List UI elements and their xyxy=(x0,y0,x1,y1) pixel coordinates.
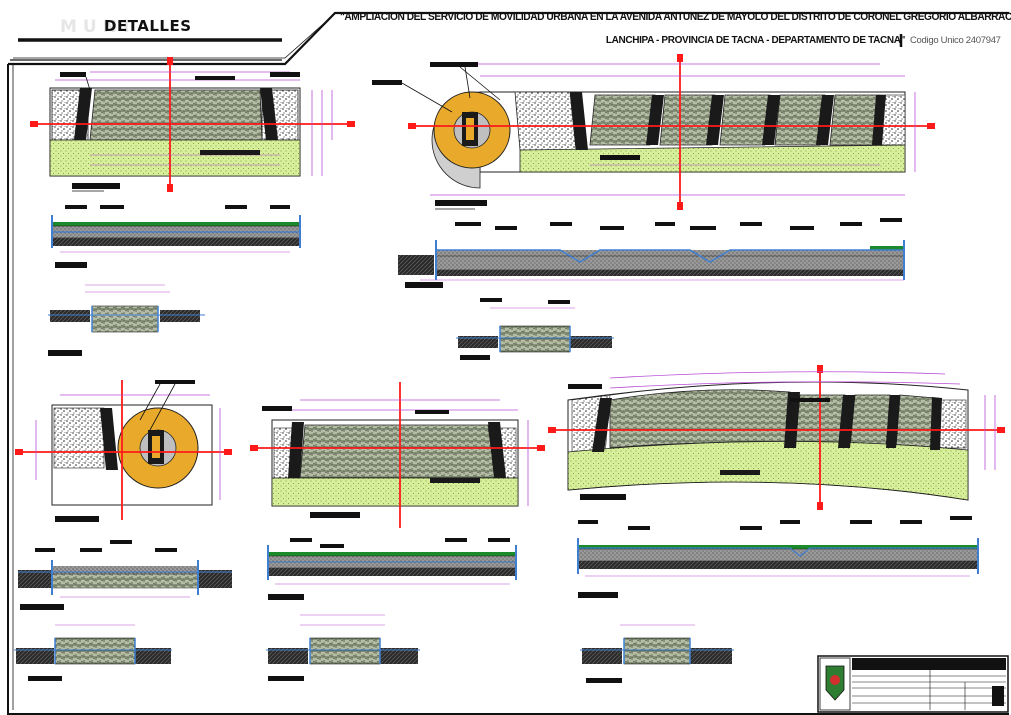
plan-detail-3 xyxy=(15,380,232,522)
section-detail-5a xyxy=(577,516,979,598)
plan-detail-1 xyxy=(30,57,355,192)
plan-detail-5 xyxy=(548,365,1005,510)
section-detail-4a xyxy=(267,538,517,600)
project-code: Codigo Unico 2407947 xyxy=(910,35,1001,46)
section-detail-2a xyxy=(398,218,905,288)
section-detail-4b xyxy=(266,614,420,681)
section-detail-3b xyxy=(14,624,172,681)
section-detail-1b xyxy=(48,284,205,356)
section-detail-3a xyxy=(18,540,232,610)
section-detail-2b xyxy=(456,298,614,360)
sheet-border xyxy=(7,11,1009,715)
project-title-line-1: "AMPLIACION DEL SERVICIO DE MOVILIDAD UR… xyxy=(340,11,1011,24)
plan-detail-4 xyxy=(250,382,545,528)
project-title-line-2: LANCHIPA - PROVINCIA DE TACNA - DEPARTAM… xyxy=(605,35,906,46)
section-detail-1a xyxy=(51,205,301,268)
ghost-watermark: MUNI xyxy=(60,17,136,37)
municipality-crest-icon xyxy=(825,665,845,701)
title-block xyxy=(817,655,1009,713)
section-title: DETALLES xyxy=(104,17,192,35)
plan-detail-2 xyxy=(372,54,935,210)
section-detail-5b xyxy=(580,624,734,683)
